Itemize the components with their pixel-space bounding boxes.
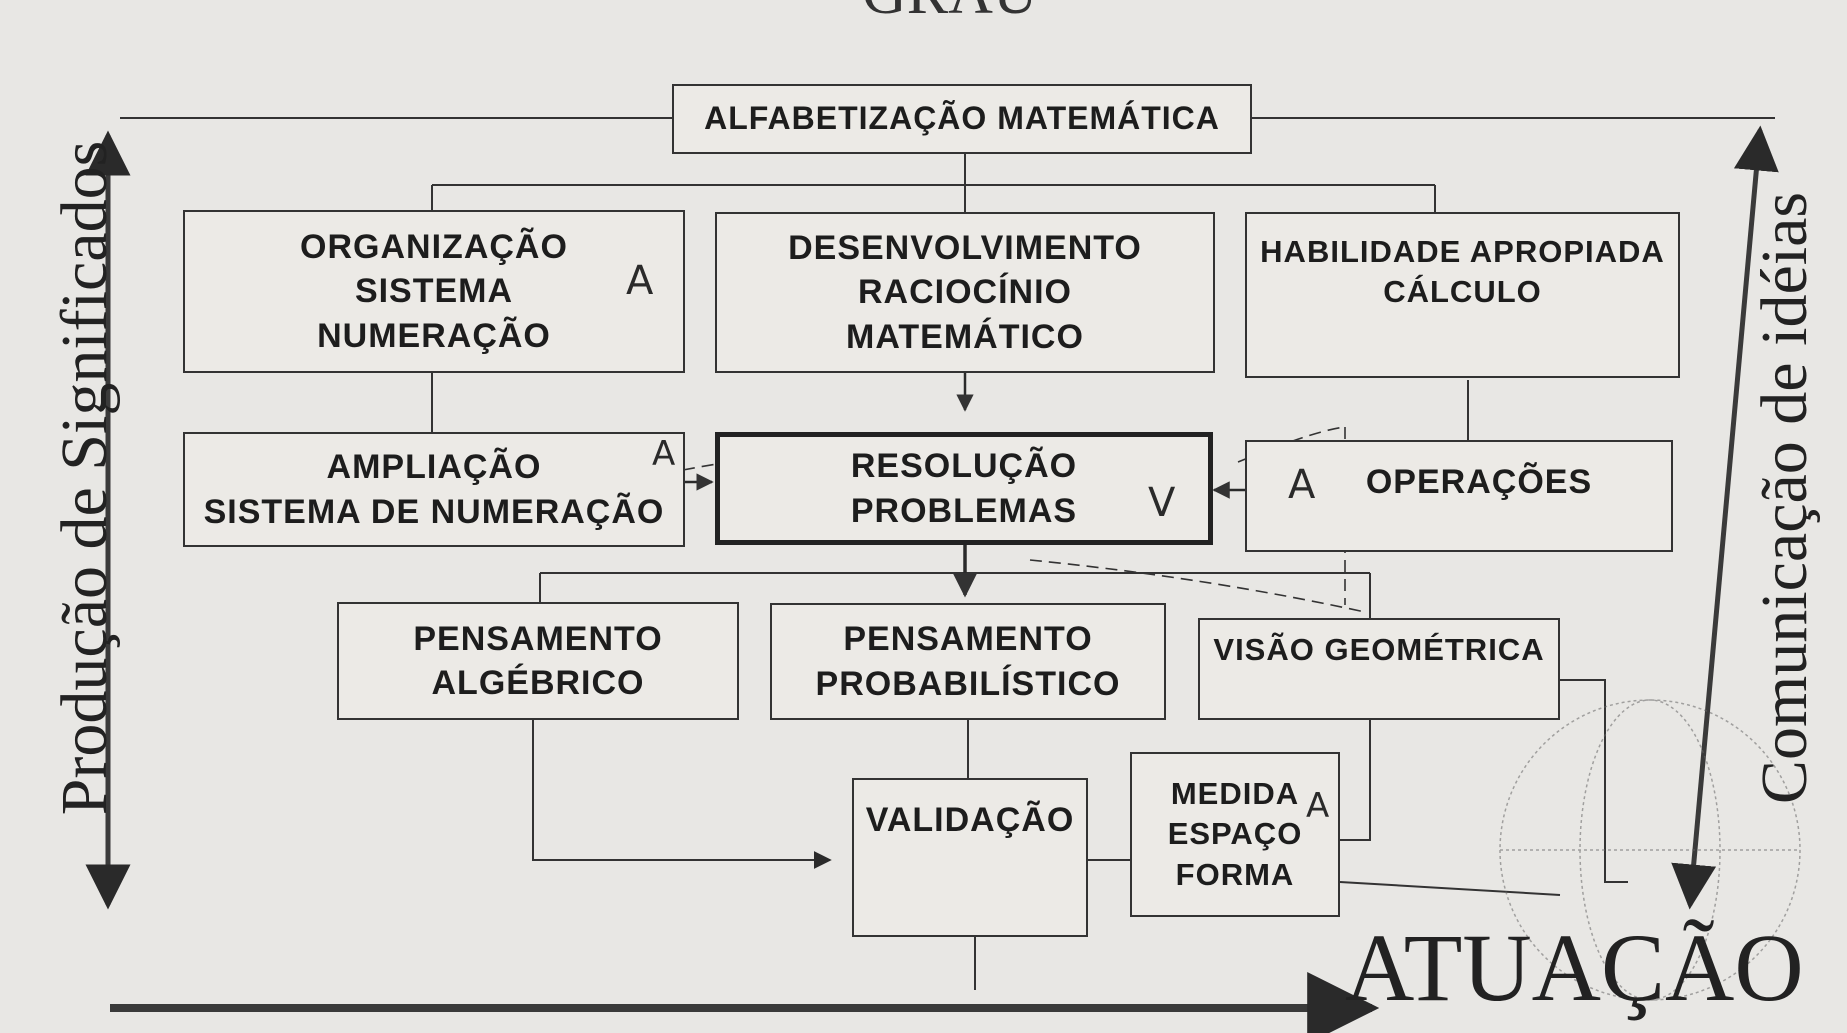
box-medida-espaco-forma: MEDIDA ESPAÇO FORMA — [1130, 752, 1340, 917]
box-pensamento-algebrico: PENSAMENTO ALGÉBRICO — [337, 602, 739, 720]
box-ampliacao-sistema-numeracao: AMPLIAÇÃO SISTEMA DE NUMERAÇÃO — [183, 432, 685, 547]
mark-resolucao: V — [1148, 480, 1176, 526]
label-producao-significados: Produção de Significados — [48, 140, 121, 816]
box-organizacao-sistema-numeracao: ORGANIZAÇÃO SISTEMA NUMERAÇÃO — [183, 210, 685, 373]
mark-operacoes: A — [1288, 462, 1316, 508]
box-alfabetizacao-matematica: ALFABETIZAÇÃO MATEMÁTICA — [672, 84, 1252, 154]
label-comunicacao-ideias: Comunicação de idéias — [1748, 191, 1821, 805]
box-visao-geometrica: VISÃO GEOMÉTRICA — [1198, 618, 1560, 720]
label-atuacao: ATUAÇÃO — [1345, 914, 1804, 1021]
globe-stamp — [1499, 699, 1801, 1001]
right-double-arrow — [1671, 125, 1779, 910]
box-desenvolvimento-raciocinio: DESENVOLVIMENTO RACIOCÍNIO MATEMÁTICO — [715, 212, 1215, 373]
box-habilidade-calculo: HABILIDADE APROPIADA CÁLCULO — [1245, 212, 1680, 378]
box-resolucao-problemas: RESOLUÇÃO PROBLEMAS — [715, 432, 1213, 545]
box-validacao: VALIDAÇÃO — [852, 778, 1088, 937]
mark-ampliacao: A — [652, 434, 676, 474]
box-operacoes: OPERAÇÕES — [1245, 440, 1673, 552]
header-grau: GRAU — [862, 0, 1038, 29]
mark-medida: A — [1306, 786, 1330, 826]
mark-organizacao: A — [626, 258, 654, 304]
box-pensamento-probabilistico: PENSAMENTO PROBABILÍSTICO — [770, 603, 1166, 720]
